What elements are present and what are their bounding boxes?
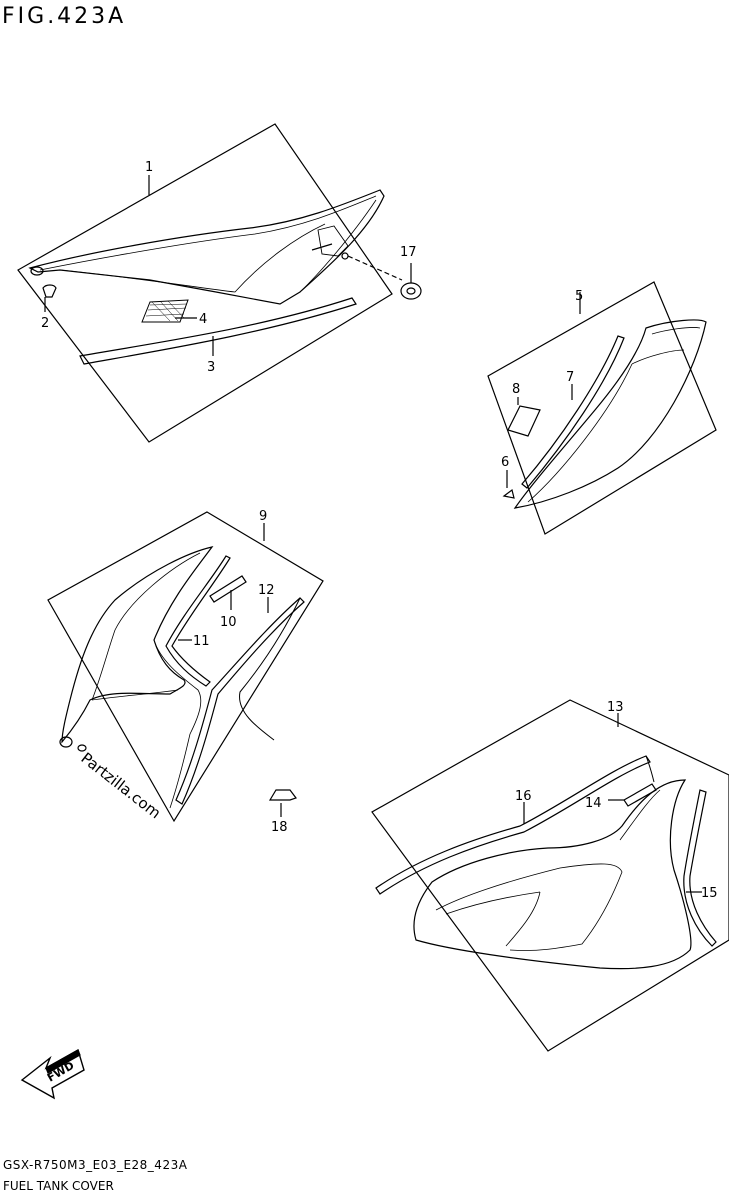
callout-7: 7 bbox=[566, 370, 574, 385]
callout-10: 10 bbox=[220, 615, 237, 630]
callout-9: 9 bbox=[259, 509, 267, 524]
callout-12: 12 bbox=[258, 583, 275, 598]
part-2-clip[interactable] bbox=[42, 284, 57, 298]
watermark: Partzilla.com bbox=[78, 749, 165, 822]
callout-16: 16 bbox=[515, 789, 532, 804]
callout-13: 13 bbox=[607, 700, 624, 715]
assembly-group-13 bbox=[371, 699, 729, 1052]
figure-title: FIG.423A bbox=[2, 4, 127, 29]
part-18-clip[interactable] bbox=[268, 789, 297, 801]
figure-code: GSX-R750M3_E03_E28_423A bbox=[3, 1158, 188, 1172]
callout-3: 3 bbox=[207, 360, 215, 375]
part-1-side-cover[interactable] bbox=[28, 189, 385, 305]
group-frame-13 bbox=[371, 699, 729, 1052]
group-frame-5 bbox=[487, 281, 717, 535]
part-15-trim[interactable] bbox=[683, 789, 717, 947]
part-16-trim[interactable] bbox=[375, 755, 651, 895]
part-6-clip[interactable] bbox=[502, 488, 515, 499]
part-5-side-cover[interactable] bbox=[513, 319, 707, 509]
callout-1: 1 bbox=[145, 160, 153, 175]
part-10-trim[interactable] bbox=[209, 575, 247, 603]
callout-18: 18 bbox=[271, 820, 288, 835]
part-7-trim[interactable] bbox=[521, 335, 625, 489]
callout-11: 11 bbox=[193, 634, 210, 649]
assembly-group-5 bbox=[487, 281, 717, 535]
callout-labels: 1 2 3 4 17 5 7 8 6 9 11 10 12 18 13 16 1… bbox=[41, 160, 718, 901]
callout-4: 4 bbox=[199, 312, 207, 327]
figure-name: FUEL TANK COVER bbox=[3, 1179, 114, 1193]
part-4-emblem[interactable] bbox=[141, 299, 189, 323]
part-3-trim-strip[interactable] bbox=[79, 297, 357, 365]
assembly-group-9 bbox=[47, 511, 324, 823]
part-8-pad[interactable] bbox=[507, 405, 541, 437]
part-17-grommet[interactable] bbox=[400, 282, 422, 300]
part-14-trim[interactable] bbox=[623, 783, 657, 807]
part-11-trim[interactable] bbox=[165, 555, 231, 687]
callout-14: 14 bbox=[585, 796, 602, 811]
part-13-side-panel[interactable] bbox=[413, 779, 692, 970]
fwd-arrow-icon: FWD bbox=[20, 1048, 85, 1100]
assembly-group-1 bbox=[17, 123, 422, 443]
callout-6: 6 bbox=[501, 455, 509, 470]
callout-8: 8 bbox=[512, 382, 520, 397]
callout-2: 2 bbox=[41, 316, 49, 331]
part-9-center-panel[interactable] bbox=[61, 546, 214, 744]
callout-17: 17 bbox=[400, 245, 417, 260]
group-frame-9 bbox=[47, 511, 324, 823]
callout-15: 15 bbox=[701, 886, 718, 901]
part-12-trim[interactable] bbox=[175, 597, 305, 805]
group-frame-1 bbox=[17, 123, 393, 443]
callout-5: 5 bbox=[575, 289, 583, 304]
